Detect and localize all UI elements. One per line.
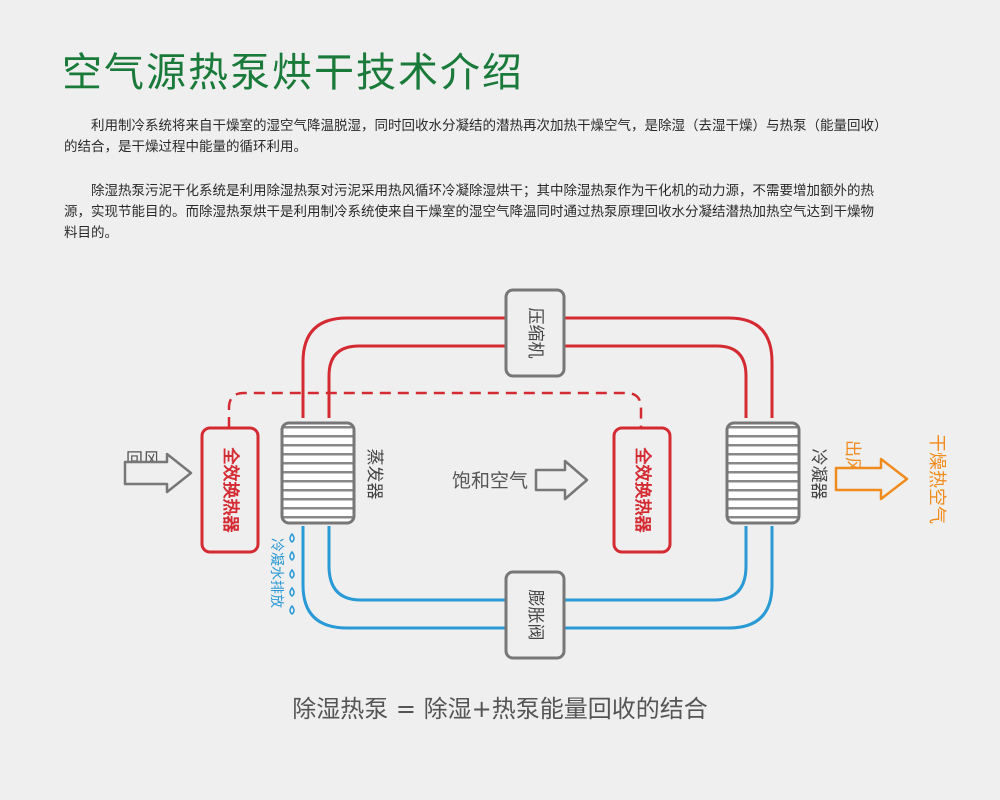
outlet-air-label: 出风 — [842, 440, 862, 474]
evaporator-coil — [280, 421, 356, 525]
heat-exchanger-right — [612, 426, 672, 554]
formula-caption: 除湿热泵 = 除湿+热泵能量回收的结合 — [292, 695, 708, 723]
compressor-box — [504, 288, 566, 378]
water-drop-icon — [289, 550, 295, 561]
return-air-arrow — [123, 452, 193, 494]
expansion-valve-box — [504, 570, 566, 660]
condenser-coil — [725, 421, 801, 525]
water-drop-icon — [289, 568, 295, 579]
system-paragraph: 除湿热泵污泥干化系统是利用除湿热泵对污泥采用热风循环冷凝除湿烘干；其中除湿热泵作… — [64, 183, 874, 241]
heat-exchanger-link — [227, 391, 643, 428]
water-drop-icon — [289, 532, 295, 543]
saturated-air-arrow — [534, 459, 589, 501]
evaporator-label: 蒸发器 — [364, 449, 384, 500]
intro-paragraph: 利用制冷系统将来自干燥室的湿空气降温脱湿，同时回收水分凝结的潜热再次加热干燥空气… — [64, 118, 881, 155]
condensate-drain-label: 冷凝水排放 — [268, 538, 284, 608]
heat-exchanger-left — [200, 426, 260, 554]
water-drop-icon — [289, 604, 295, 615]
outlet-air-arrow — [834, 457, 909, 501]
dry-hot-air-label: 干燥热空气 — [926, 434, 947, 524]
compressor-label: 压缩机 — [525, 308, 545, 359]
heat-exchanger-left-label: 全效换热器 — [220, 447, 241, 534]
page-title: 空气源热泵烘干技术介绍 — [62, 50, 524, 96]
saturated-air-label: 饱和空气 — [452, 470, 528, 492]
water-drop-icon — [289, 586, 295, 597]
expansion-valve-label: 膨胀阀 — [525, 590, 545, 641]
water-drop-icons — [289, 532, 295, 615]
heat-exchanger-right-label: 全效换热器 — [632, 447, 653, 534]
condenser-label: 冷凝器 — [808, 449, 828, 500]
